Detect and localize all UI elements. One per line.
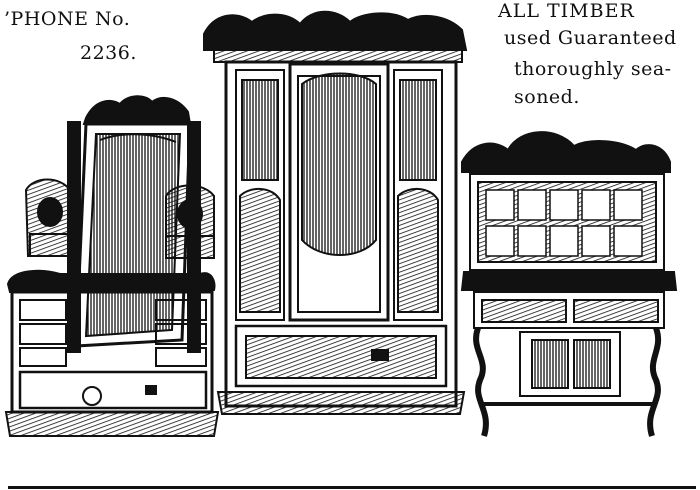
timber-line-3: thoroughly sea- — [514, 58, 672, 80]
wardrobe — [203, 10, 468, 415]
timber-line-4: soned. — [514, 86, 580, 108]
phone-number: 2236. — [80, 42, 137, 64]
timber-line-2: used Guaranteed — [504, 27, 677, 49]
dressing-table — [4, 95, 220, 437]
bottom-rule — [8, 486, 696, 489]
sideboard — [460, 131, 678, 437]
phone-label: ’PHONE No. — [4, 8, 131, 30]
timber-line-1: ALL TIMBER — [498, 0, 635, 22]
